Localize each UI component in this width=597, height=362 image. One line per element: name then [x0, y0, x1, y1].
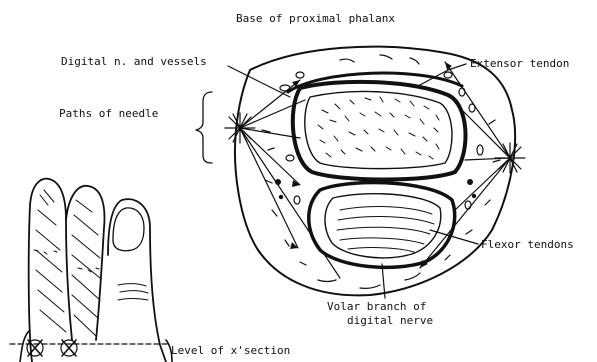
- label-base-of-proximal-phalanx: Base of proximal phalanx: [236, 12, 395, 25]
- label-flexor-tendons: Flexor tendons: [481, 238, 574, 251]
- digital-vessels-right: [467, 179, 476, 198]
- label-paths-of-needle: Paths of needle: [59, 107, 158, 120]
- leader-flexor: [430, 230, 478, 244]
- paths-bracket: [196, 92, 212, 163]
- leader-digital-n: [228, 66, 290, 97]
- needle-paths-left: [240, 80, 340, 278]
- label-level-of-xsection: Level of x'section: [171, 344, 290, 357]
- label-digital-n-and-vessels: Digital n. and vessels: [61, 55, 207, 68]
- label-volar-branch-line2: digital nerve: [347, 314, 433, 327]
- flexor-tendon-hatching: [337, 207, 434, 252]
- hand-sketch: [20, 179, 172, 362]
- label-extensor-tendon: Extensor tendon: [470, 57, 569, 70]
- flexor-sheath-outer: [309, 183, 455, 268]
- bone-marrow-stipple: [318, 97, 439, 159]
- label-volar-branch-line1: Volar branch of: [327, 300, 426, 313]
